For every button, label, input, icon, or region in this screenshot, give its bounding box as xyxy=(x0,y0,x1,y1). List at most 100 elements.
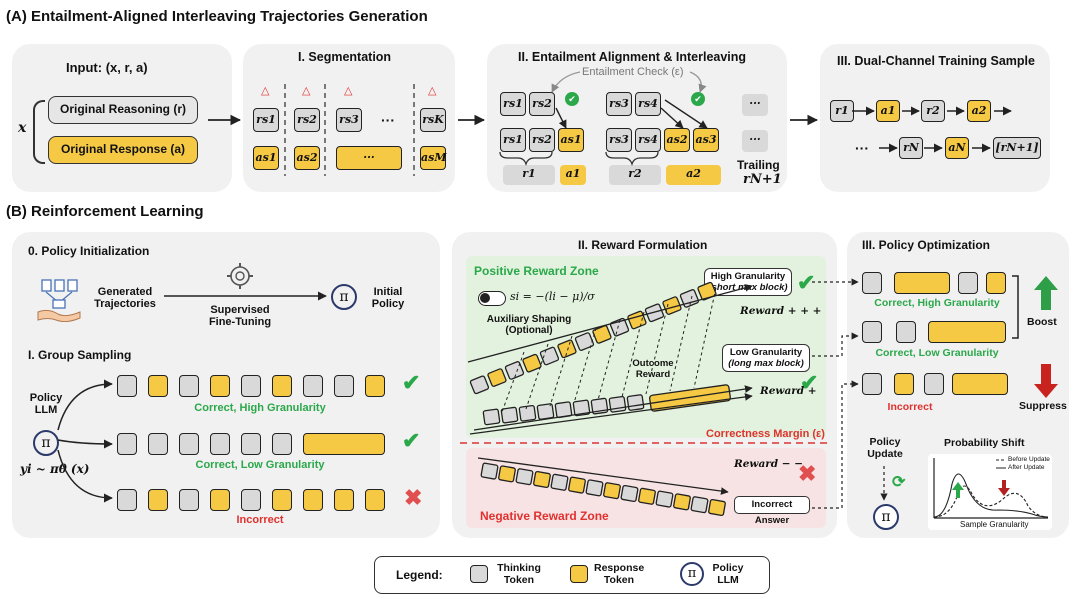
policy-opt-title: III. Policy Optimization xyxy=(862,238,991,252)
align-rs-token: rs2 xyxy=(529,92,555,116)
align-bottom-token: rs4 xyxy=(635,128,661,152)
align-dots-box: ··· xyxy=(742,130,768,152)
policy-init-title: 0. Policy Initialization xyxy=(28,244,150,258)
neg-response-token xyxy=(498,465,516,483)
refresh-icon: ⟳ xyxy=(892,474,906,491)
outcome-dash xyxy=(621,311,645,398)
group-response-token xyxy=(334,489,354,511)
section-b-title: (B) Reinforcement Learning xyxy=(6,203,204,220)
sft-label: Supervised Fine-Tuning xyxy=(208,304,272,328)
group-row3-label: Incorrect xyxy=(236,514,284,526)
before-update-legend: Before Update xyxy=(1008,456,1050,463)
group-thinking-token xyxy=(334,375,354,397)
dual-row2-token: rN xyxy=(899,137,923,159)
ramp-response-token xyxy=(522,353,542,373)
opt-row2-label: Correct, Low Granularity xyxy=(875,347,999,359)
group-response-token xyxy=(210,375,230,397)
entailment-check-icon: ✔ xyxy=(565,92,579,106)
group-row2-check-icon: ✔ xyxy=(402,428,421,453)
legend-title: Legend: xyxy=(396,568,443,582)
align-a2-label: a2 xyxy=(666,165,721,185)
reward-mm: Reward − − xyxy=(734,458,804,470)
sft-arrow xyxy=(164,291,327,301)
shaping-label: Auxiliary Shaping (Optional) xyxy=(486,314,572,336)
ramp-response-token xyxy=(592,325,612,344)
group-thinking-token xyxy=(241,489,261,511)
low-gran-text: Low Granularity xyxy=(729,347,803,358)
outcome-dash xyxy=(573,327,597,404)
input-brace xyxy=(33,100,45,164)
group-thinking-token xyxy=(117,433,137,455)
ramp-thinking-token xyxy=(679,289,700,308)
low-gran-callout: Low Granularity (long max block) xyxy=(722,344,810,372)
neg-thinking-token xyxy=(550,473,569,491)
warning-icon: △ xyxy=(428,85,437,97)
neg-response-token xyxy=(533,470,551,489)
group-response-token xyxy=(365,375,385,397)
suppress-arrow-icon xyxy=(1034,364,1058,398)
neg-thinking-token xyxy=(655,490,674,508)
neg-thinking-token xyxy=(620,484,639,503)
outcome-dash xyxy=(501,351,525,413)
low-gran-sub: (long max block) xyxy=(728,358,804,369)
input-x: x xyxy=(18,120,27,136)
ramp-response-token xyxy=(487,368,507,387)
group-thinking-token xyxy=(272,433,292,455)
ramp-response-token xyxy=(557,339,577,359)
seg-as-token: as1 xyxy=(253,146,279,170)
dual-row1-token: r2 xyxy=(921,100,945,122)
group-thinking-token xyxy=(179,489,199,511)
legend-policy-label: Policy LLM xyxy=(712,562,744,586)
ramp-response-token xyxy=(662,296,682,315)
group-thinking-token xyxy=(210,433,230,455)
group-response-token xyxy=(210,489,230,511)
group-response-token xyxy=(303,489,323,511)
original-response-box: Original Response (a) xyxy=(48,136,198,164)
opt-response-token xyxy=(894,272,950,294)
opt-long-response-token xyxy=(952,373,1008,395)
boost-arrow-icon xyxy=(1034,276,1058,310)
alignment-title: II. Entailment Alignment & Interleaving xyxy=(518,50,747,64)
trailing-var: rN+1 xyxy=(743,172,782,187)
low-row-thinking-token xyxy=(500,406,519,424)
entailment-check-label: Entailment Check (ε) xyxy=(582,66,684,78)
dual-row2-token: [rN+1] xyxy=(993,137,1041,159)
group-response-token xyxy=(365,489,385,511)
seg-rs-token: rs1 xyxy=(253,108,279,132)
trailing-label: Trailing xyxy=(737,158,780,172)
boost-bracket xyxy=(1012,275,1019,339)
entailment-check-icon: ✔ xyxy=(691,92,705,106)
generated-trajectories-icon xyxy=(37,279,81,322)
segmentation-title: I. Segmentation xyxy=(298,50,392,64)
low-row-thinking-token xyxy=(572,399,591,417)
align-bottom-token: rs3 xyxy=(606,128,632,152)
initial-policy-label: Initial Policy xyxy=(371,286,405,310)
sampling-formula: yi ~ πθ (x) xyxy=(20,462,90,476)
neg-response-token xyxy=(638,487,656,505)
low-row-thinking-token xyxy=(482,408,501,426)
legend-pi: π xyxy=(680,562,704,586)
align-r2-label: r2 xyxy=(609,165,661,185)
low-row-thinking-token xyxy=(518,404,537,422)
legend-response-swatch xyxy=(570,565,588,583)
probability-shift-chart xyxy=(928,454,1052,530)
opt-thinking-token xyxy=(896,321,916,343)
policy-update-label: Policy Update xyxy=(867,436,903,460)
negative-zone xyxy=(466,448,826,528)
sampling-arrows xyxy=(57,379,113,503)
high-gran-text: High Granularity xyxy=(710,271,786,282)
dual-row1-token: a2 xyxy=(967,100,991,122)
auxiliary-shaping-toggle[interactable] xyxy=(478,291,506,306)
updated-policy-pi: π xyxy=(873,504,899,530)
group-thinking-token xyxy=(117,489,137,511)
initial-policy-pi: π xyxy=(331,284,357,310)
warning-icon: △ xyxy=(302,85,311,97)
dual-ellipsis: ··· xyxy=(855,140,869,156)
outcome-dash xyxy=(693,287,717,389)
align-bottom-token: as1 xyxy=(558,128,584,152)
align-bottom-token: rs2 xyxy=(529,128,555,152)
ramp-thinking-token xyxy=(574,332,595,351)
neg-response-token xyxy=(568,476,586,494)
